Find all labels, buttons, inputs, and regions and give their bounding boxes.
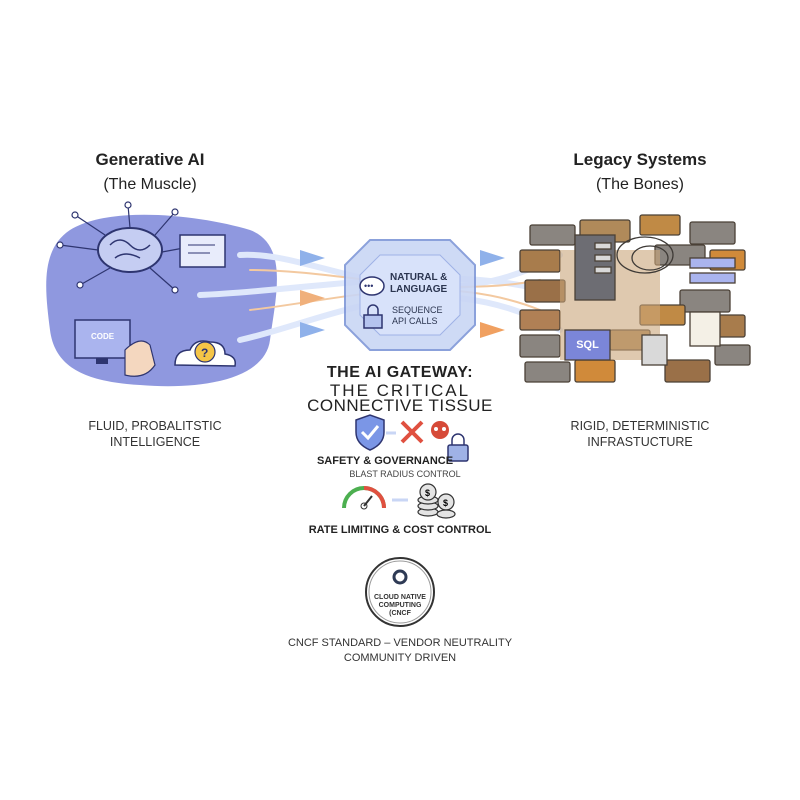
left-caption-line2: INTELLIGENCE <box>109 435 201 449</box>
blast-radius-label: BLAST RADIUS CONTROL <box>349 469 461 479</box>
safety-governance-title: SAFETY & GOVERNANCE <box>316 455 454 467</box>
lightbulb-icon <box>194 341 216 363</box>
flow-arrows <box>300 250 505 338</box>
gateway-label-language: LANGUAGE <box>390 284 448 295</box>
rate-icons: $ $ <box>342 483 456 519</box>
gateway-label-natural: NATURAL & <box>390 272 448 283</box>
code-monitor-icon <box>74 319 131 359</box>
tablet-icon <box>179 234 226 268</box>
gateway-subtitle-1: THE CRITICAL <box>329 381 471 400</box>
tangled-wires-icon <box>616 236 674 274</box>
skull-icon <box>431 421 449 439</box>
code-screen-label: CODE <box>90 332 115 341</box>
database-icon <box>641 334 668 366</box>
cncf-logo-icon <box>392 569 408 585</box>
svg-text:•••: ••• <box>364 281 373 291</box>
svg-text:?: ? <box>201 346 208 360</box>
ai-gateway-prism: ••• <box>344 239 476 351</box>
coin-stack-icon <box>417 483 456 519</box>
legacy-systems-subtitle: (The Bones) <box>595 176 685 193</box>
left-caption-line1: FLUID, PROBALITSTIC <box>88 419 222 433</box>
generative-ai-illustration: ? <box>46 201 277 387</box>
hand-icon <box>124 340 156 377</box>
cncf-badge-line2: COMPUTING <box>378 602 422 609</box>
rate-limiting-title: RATE LIMITING & COST CONTROL <box>308 524 492 536</box>
document-icon <box>689 311 721 347</box>
generative-ai-subtitle: (The Muscle) <box>103 176 197 193</box>
cncf-badge-line3: (CNCF <box>389 610 411 617</box>
legacy-brick-wall <box>519 214 751 383</box>
svg-text:$: $ <box>425 488 430 498</box>
padlock-icon <box>447 444 469 462</box>
brain-icon <box>97 227 163 273</box>
generative-ai-title: Generative AI <box>95 150 205 169</box>
shield-check-icon <box>355 414 385 451</box>
gateway-title: THE AI GATEWAY: <box>326 364 474 381</box>
cncf-standard-line1: CNCF STANDARD – VENDOR NEUTRALITY <box>287 637 513 649</box>
gateway-label-sequence: SEQUENCE <box>392 305 443 315</box>
sql-monitor-icon <box>564 329 611 361</box>
x-mark-icon <box>400 420 424 444</box>
safety-icons <box>355 414 469 462</box>
svg-text:$: $ <box>443 498 448 508</box>
sql-screen-label: SQL <box>576 339 599 351</box>
gateway-subtitle-2: CONNECTIVE TISSUE <box>307 396 493 415</box>
cncf-badge <box>365 557 435 627</box>
chat-bubble-icon <box>359 276 385 296</box>
right-caption-line1: RIGID, DETERMINISTIC <box>570 419 710 433</box>
cncf-standard-line2: COMMUNITY DRIVEN <box>343 652 457 664</box>
legacy-systems-title: Legacy Systems <box>573 150 707 169</box>
lock-icon <box>363 314 383 329</box>
gateway-label-api-calls: API CALLS <box>392 316 438 326</box>
cncf-badge-text: CLOUD NATIVE COMPUTING (CNCF <box>370 594 430 618</box>
cncf-badge-line1: CLOUD NATIVE <box>374 594 426 601</box>
right-caption-line2: INFRASTUCTURE <box>587 435 693 449</box>
